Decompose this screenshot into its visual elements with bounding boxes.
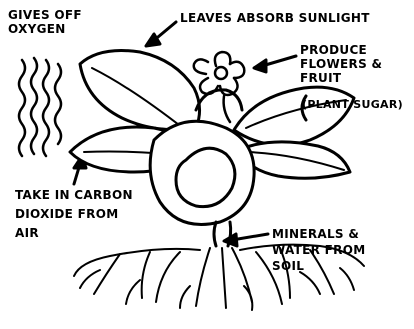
label-gives-off-oxygen: GIVES OFF OXYGEN [8,8,82,36]
label-line: DIOXIDE FROM [15,205,133,224]
label-line: PRODUCE [300,43,382,57]
label-line: WATER FROM [272,242,365,258]
label-line: TAKE IN CARBON [15,186,133,205]
label-line: GIVES OFF [8,8,82,22]
label-line: (PLANT SUGAR) [302,98,403,112]
flower-icon [194,52,245,122]
label-line: MINERALS & [272,226,365,242]
oxygen-wavy-lines [19,58,61,156]
label-line: LEAVES ABSORB SUNLIGHT [180,11,370,25]
label-leaves-absorb-sunlight: LEAVES ABSORB SUNLIGHT [180,11,370,25]
label-plant-sugar: (PLANT SUGAR) [302,98,403,112]
label-line: SOIL [272,258,365,274]
label-take-in-carbon-dioxide: TAKE IN CARBON DIOXIDE FROM AIR [15,186,133,243]
label-line: FLOWERS & [300,57,382,71]
stem [214,222,231,246]
label-line: FRUIT [300,71,382,85]
label-line: AIR [15,224,133,243]
label-line: OXYGEN [8,22,82,36]
label-produce-flowers-fruit: PRODUCE FLOWERS & FRUIT [300,43,382,85]
label-minerals-water-soil: MINERALS & WATER FROM SOIL [272,226,365,274]
